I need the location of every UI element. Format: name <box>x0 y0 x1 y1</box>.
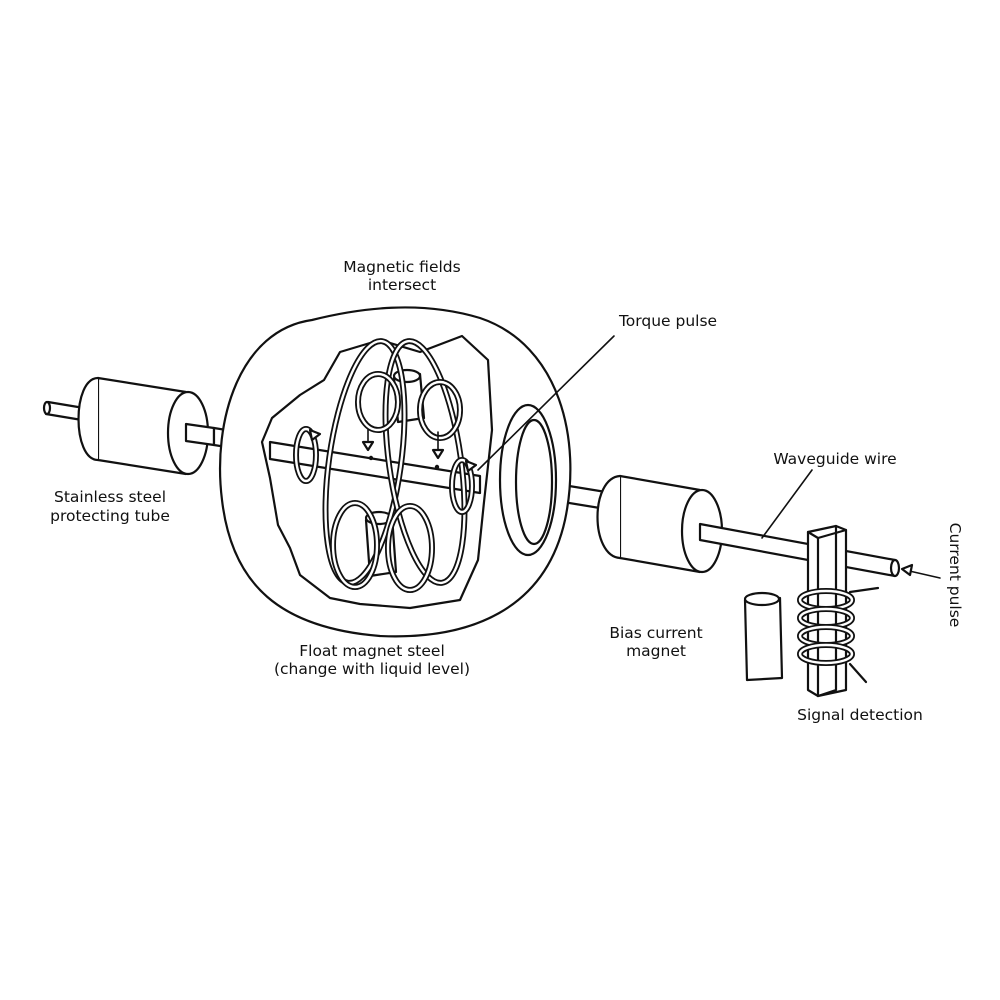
torque-pulse-leader <box>477 335 615 471</box>
label-magnet: magnet <box>626 642 686 660</box>
stainless-steel-tube <box>77 376 216 476</box>
label-current-pulse: Current pulse <box>946 523 964 628</box>
label-protecting-tube: protecting tube <box>50 507 170 525</box>
magnetic-field-loops <box>322 338 468 593</box>
label-bias-current: Bias current <box>609 624 702 642</box>
torque-rings <box>293 426 478 515</box>
label-waveguide-wire: Waveguide wire <box>773 450 896 468</box>
label-intersect: intersect <box>368 276 436 294</box>
small-bar-magnet <box>743 591 784 682</box>
label-magnetic-fields: Magnetic fields <box>343 258 460 276</box>
signal-detection-coil <box>797 524 880 698</box>
label-stainless-steel: Stainless steel <box>54 488 166 506</box>
label-signal-detection: Signal detection <box>797 706 923 724</box>
waveguide-wire-leader <box>761 469 813 539</box>
label-float-magnet-steel: Float magnet steel <box>299 642 445 660</box>
label-change-with-liquid-level: (change with liquid level) <box>274 660 470 678</box>
rod-inside-window <box>268 440 482 495</box>
label-torque-pulse: Torque pulse <box>618 312 717 330</box>
